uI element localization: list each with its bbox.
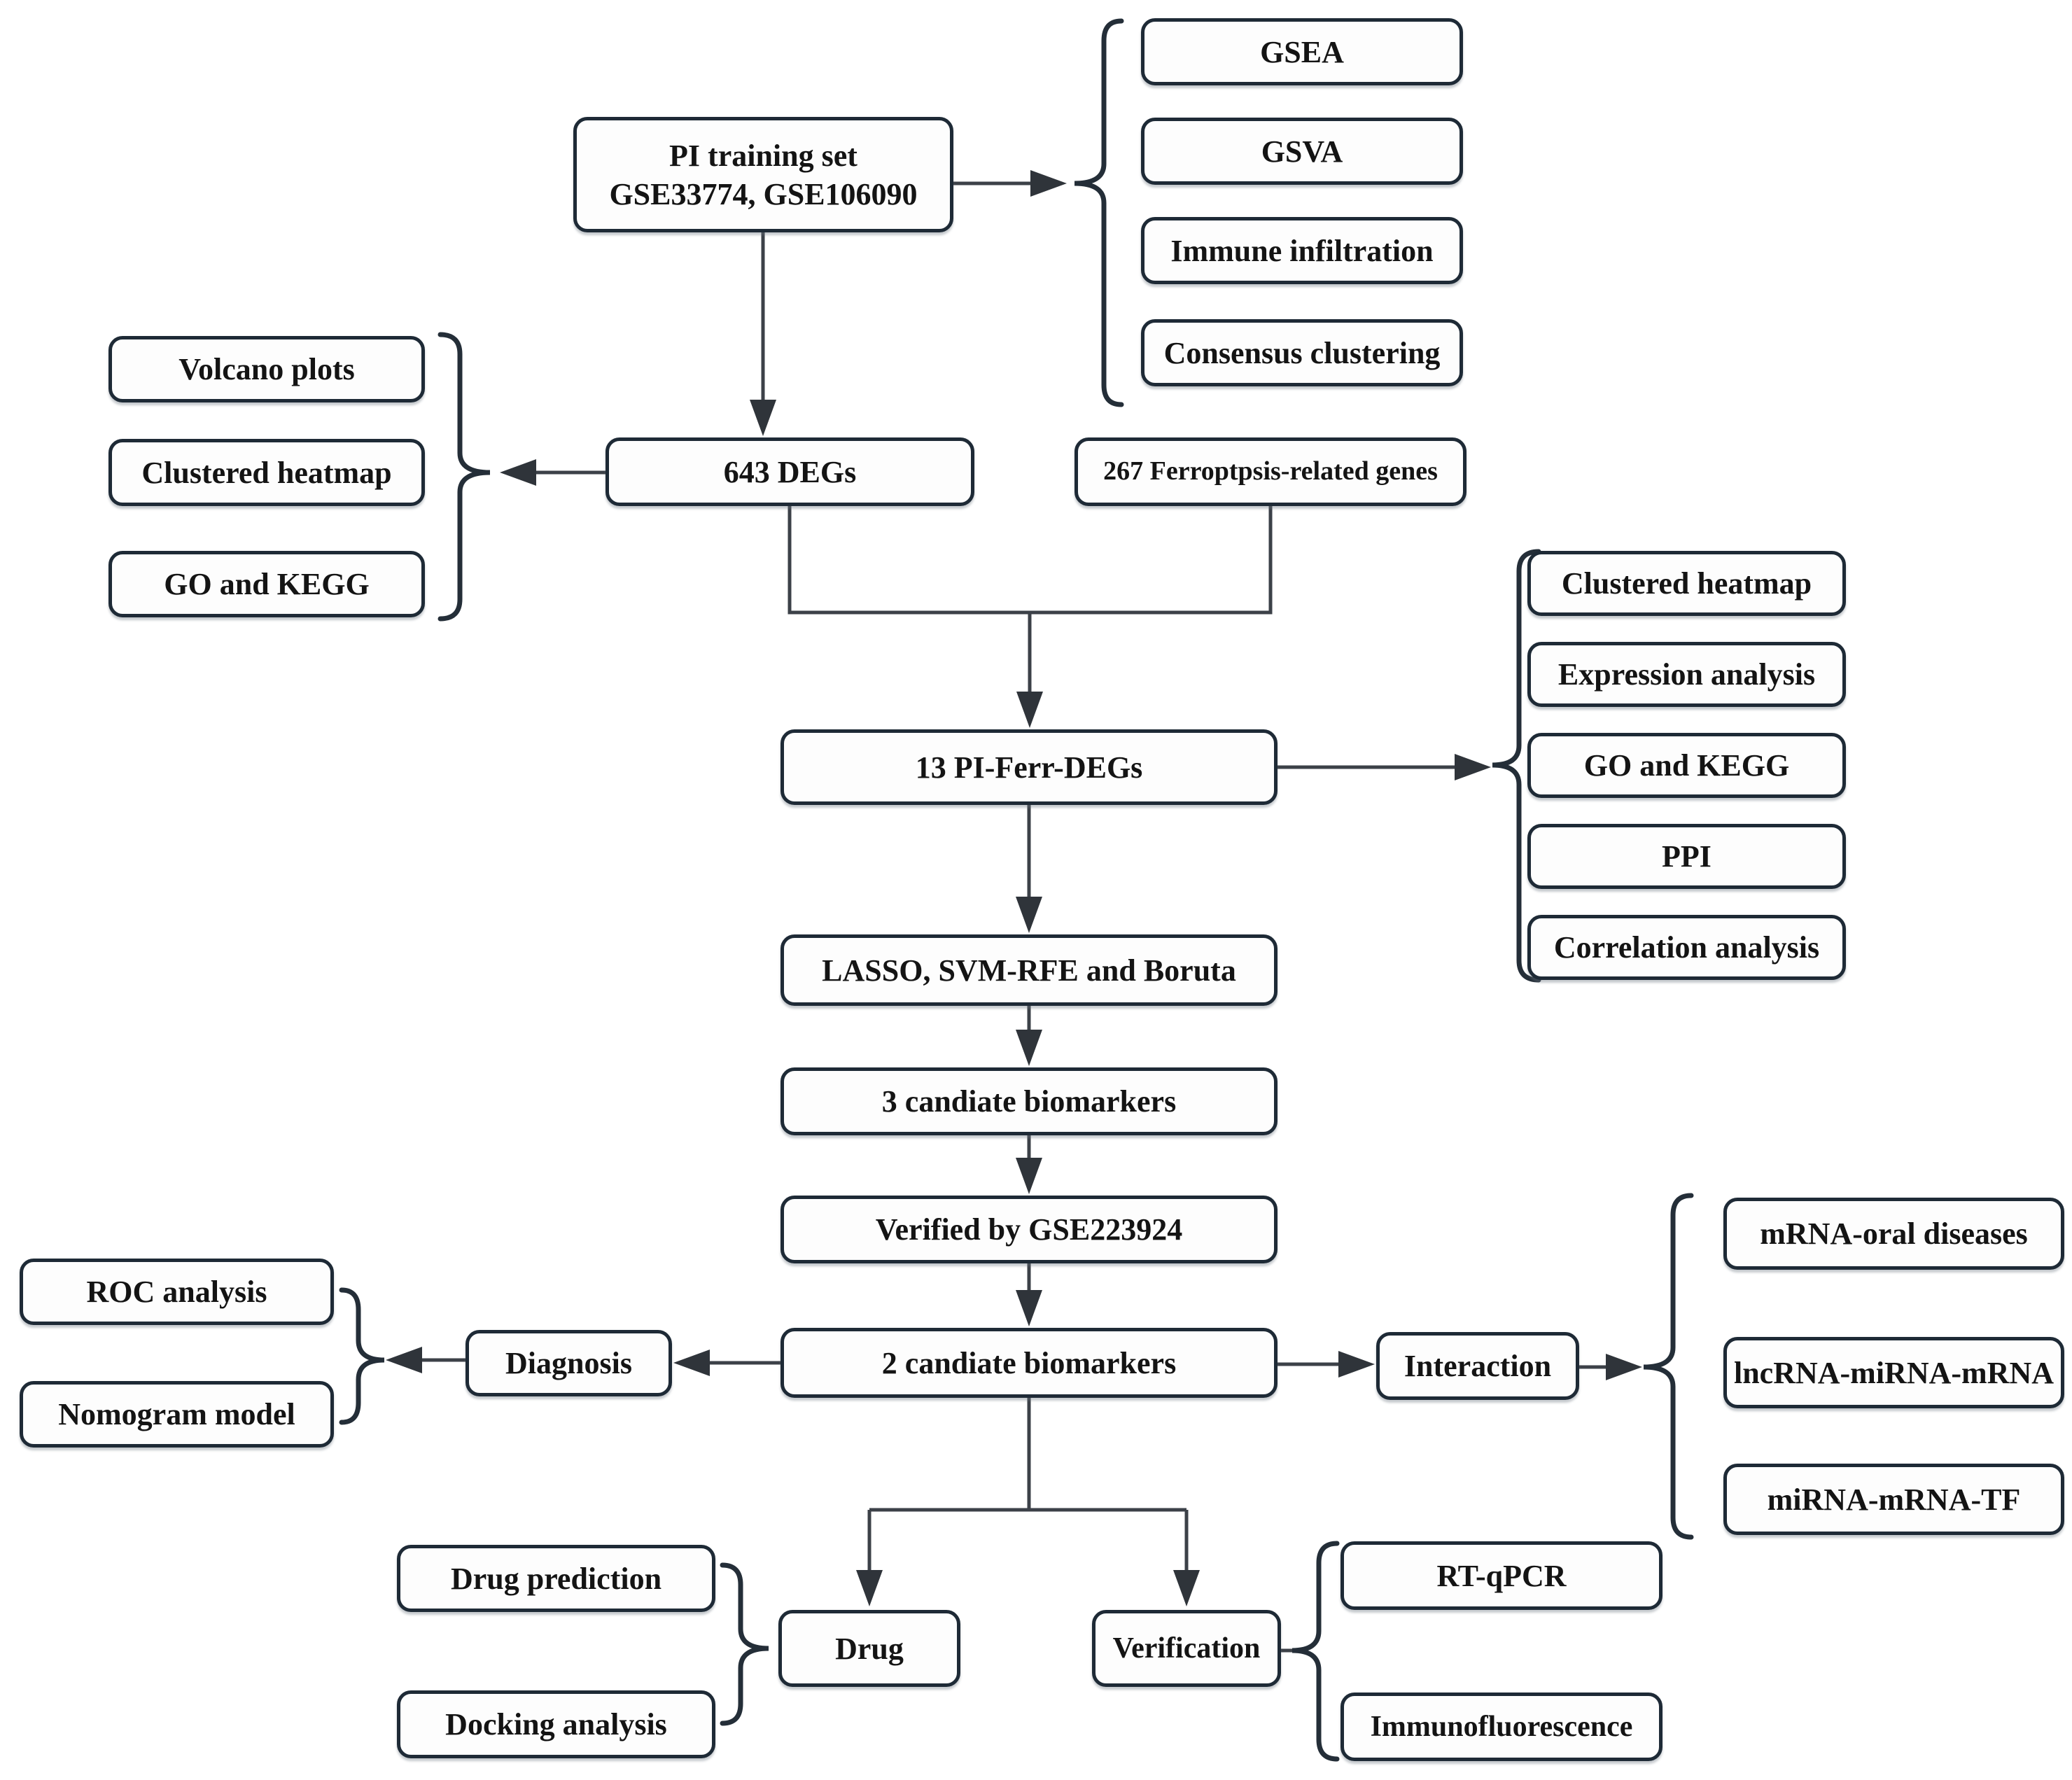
arrowhead-split-to-drug	[856, 1570, 883, 1606]
node-ppi: PPI	[1527, 824, 1846, 889]
node-lncrna-mirna-mrna: lncRNA-miRNA-mRNA	[1723, 1337, 2064, 1408]
node-clustered-heatmap-right: Clustered heatmap	[1527, 551, 1846, 616]
brace-drug-methods-group	[720, 1562, 769, 1726]
arrowhead-merge-to-piferr	[1016, 692, 1043, 728]
node-643-degs: 643 DEGs	[606, 437, 974, 506]
arrowhead-candidate2-to-diagnosis	[673, 1350, 710, 1376]
brace-top-analyses-group	[1074, 18, 1124, 407]
node-diagnosis: Diagnosis	[465, 1330, 672, 1396]
node-verified-by-gse223924: Verified by GSE223924	[780, 1196, 1278, 1263]
arrowhead-diagnosis-to-left-group	[386, 1347, 422, 1373]
arrowhead-piferr-to-right-group	[1455, 754, 1491, 780]
arrowhead-piferr-to-lasso	[1016, 897, 1042, 933]
node-immunofluorescence: Immunofluorescence	[1340, 1693, 1662, 1761]
node-docking-analysis: Docking analysis	[397, 1690, 715, 1758]
brace-piferr-right-group	[1492, 549, 1541, 983]
node-go-and-kegg-right: GO and KEGG	[1527, 733, 1846, 798]
node-drug: Drug	[778, 1610, 960, 1687]
node-gsea: GSEA	[1141, 18, 1463, 85]
node-lasso-svmrfe-boruta: LASSO, SVM-RFE and Boruta	[780, 934, 1278, 1006]
brace-degs-left-group	[438, 332, 491, 622]
node-go-and-kegg-left: GO and KEGG	[108, 551, 425, 617]
node-roc-analysis: ROC analysis	[20, 1259, 334, 1325]
node-drug-prediction: Drug prediction	[397, 1545, 715, 1612]
node-mrna-oral-diseases: mRNA-oral diseases	[1723, 1198, 2064, 1270]
arrowhead-candidate2-to-interaction	[1338, 1351, 1375, 1378]
arrowhead-split-to-verification	[1173, 1570, 1200, 1606]
node-3-candidate-biomarkers: 3 candiate biomarkers	[780, 1067, 1278, 1135]
node-interaction: Interaction	[1376, 1332, 1579, 1400]
node-267-ferroptosis-related-genes: 267 Ferroptpsis-related genes	[1074, 437, 1466, 506]
node-consensus-clustering: Consensus clustering	[1141, 319, 1463, 386]
brace-verification-experiments-group	[1292, 1541, 1340, 1762]
node-nomogram-model: Nomogram model	[20, 1381, 334, 1448]
arrowhead-pi-training-to-analyses	[1030, 170, 1067, 197]
node-gsva: GSVA	[1141, 118, 1463, 185]
connector-candidate2-split	[867, 1398, 1189, 1570]
node-13-pi-ferr-degs: 13 PI-Ferr-DEGs	[780, 729, 1278, 805]
brace-interaction-network-group	[1643, 1193, 1694, 1540]
node-rt-qpcr: RT-qPCR	[1340, 1541, 1662, 1610]
arrowhead-candidate3-to-verified	[1016, 1158, 1042, 1194]
node-clustered-heatmap-left: Clustered heatmap	[108, 439, 425, 506]
node-2-candidate-biomarkers: 2 candiate biomarkers	[780, 1328, 1278, 1398]
arrowhead-pi-training-to-degs	[750, 400, 776, 436]
node-pi-training-set: PI training set GSE33774, GSE106090	[573, 117, 953, 232]
connector-merge-degs-ferroptosis	[788, 506, 1273, 615]
node-volcano-plots: Volcano plots	[108, 336, 425, 402]
node-immune-infiltration: Immune infiltration	[1141, 217, 1463, 284]
node-expression-analysis: Expression analysis	[1527, 642, 1846, 707]
arrowhead-verified-to-candidate2	[1016, 1290, 1042, 1326]
brace-diagnosis-left-group	[339, 1287, 385, 1425]
node-mirna-mrna-tf: miRNA-mRNA-TF	[1723, 1464, 2064, 1535]
arrowhead-interaction-to-network-group	[1606, 1354, 1642, 1380]
arrowhead-degs-to-left-group	[500, 459, 536, 486]
arrowhead-lasso-to-candidate3	[1016, 1030, 1042, 1066]
node-correlation-analysis: Correlation analysis	[1527, 915, 1846, 980]
node-verification: Verification	[1092, 1610, 1281, 1687]
